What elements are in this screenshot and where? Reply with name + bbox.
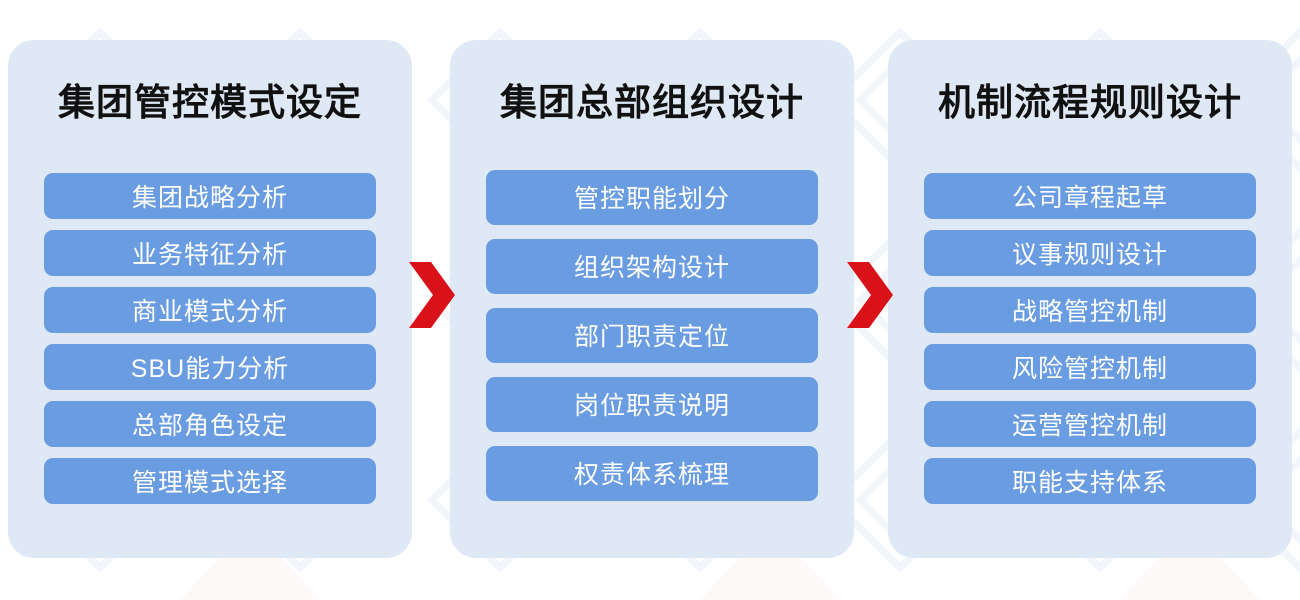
stage-title-2: 集团总部组织设计: [500, 82, 804, 123]
stage-item[interactable]: 岗位职责说明: [486, 376, 818, 432]
stage-item[interactable]: 总部角色设定: [44, 400, 376, 447]
stage-item[interactable]: 公司章程起草: [924, 172, 1256, 219]
stage-item[interactable]: 业务特征分析: [44, 229, 376, 276]
stage-item[interactable]: 商业模式分析: [44, 286, 376, 333]
stage-title-1: 集团管控模式设定: [58, 82, 362, 123]
stage-item[interactable]: 运营管控机制: [924, 400, 1256, 447]
stage-item[interactable]: 议事规则设计: [924, 229, 1256, 276]
stage-panel-1: 集团管控模式设定 集团战略分析 业务特征分析 商业模式分析 SBU能力分析 总部…: [8, 40, 412, 558]
stage-item[interactable]: 风险管控机制: [924, 343, 1256, 390]
chevron-right-icon: [847, 262, 893, 328]
stage-item[interactable]: 部门职责定位: [486, 307, 818, 363]
stage-title-3: 机制流程规则设计: [938, 82, 1242, 123]
stage-item-list-2: 管控职能划分 组织架构设计 部门职责定位 岗位职责说明 权责体系梳理: [450, 169, 854, 501]
stage-item[interactable]: 管理模式选择: [44, 457, 376, 504]
stage-item[interactable]: SBU能力分析: [44, 343, 376, 390]
stage-panel-3: 机制流程规则设计 公司章程起草 议事规则设计 战略管控机制 风险管控机制 运营管…: [888, 40, 1292, 558]
stage-item[interactable]: 职能支持体系: [924, 457, 1256, 504]
stage-item[interactable]: 集团战略分析: [44, 172, 376, 219]
stage-item-list-1: 集团战略分析 业务特征分析 商业模式分析 SBU能力分析 总部角色设定 管理模式…: [8, 172, 412, 504]
stage-item[interactable]: 战略管控机制: [924, 286, 1256, 333]
chevron-right-icon: [409, 262, 455, 328]
stage-panel-2: 集团总部组织设计 管控职能划分 组织架构设计 部门职责定位 岗位职责说明 权责体…: [450, 40, 854, 558]
stage-item[interactable]: 管控职能划分: [486, 169, 818, 225]
stage-item[interactable]: 权责体系梳理: [486, 445, 818, 501]
stage-item-list-3: 公司章程起草 议事规则设计 战略管控机制 风险管控机制 运营管控机制 职能支持体…: [888, 172, 1292, 504]
stage-item[interactable]: 组织架构设计: [486, 238, 818, 294]
